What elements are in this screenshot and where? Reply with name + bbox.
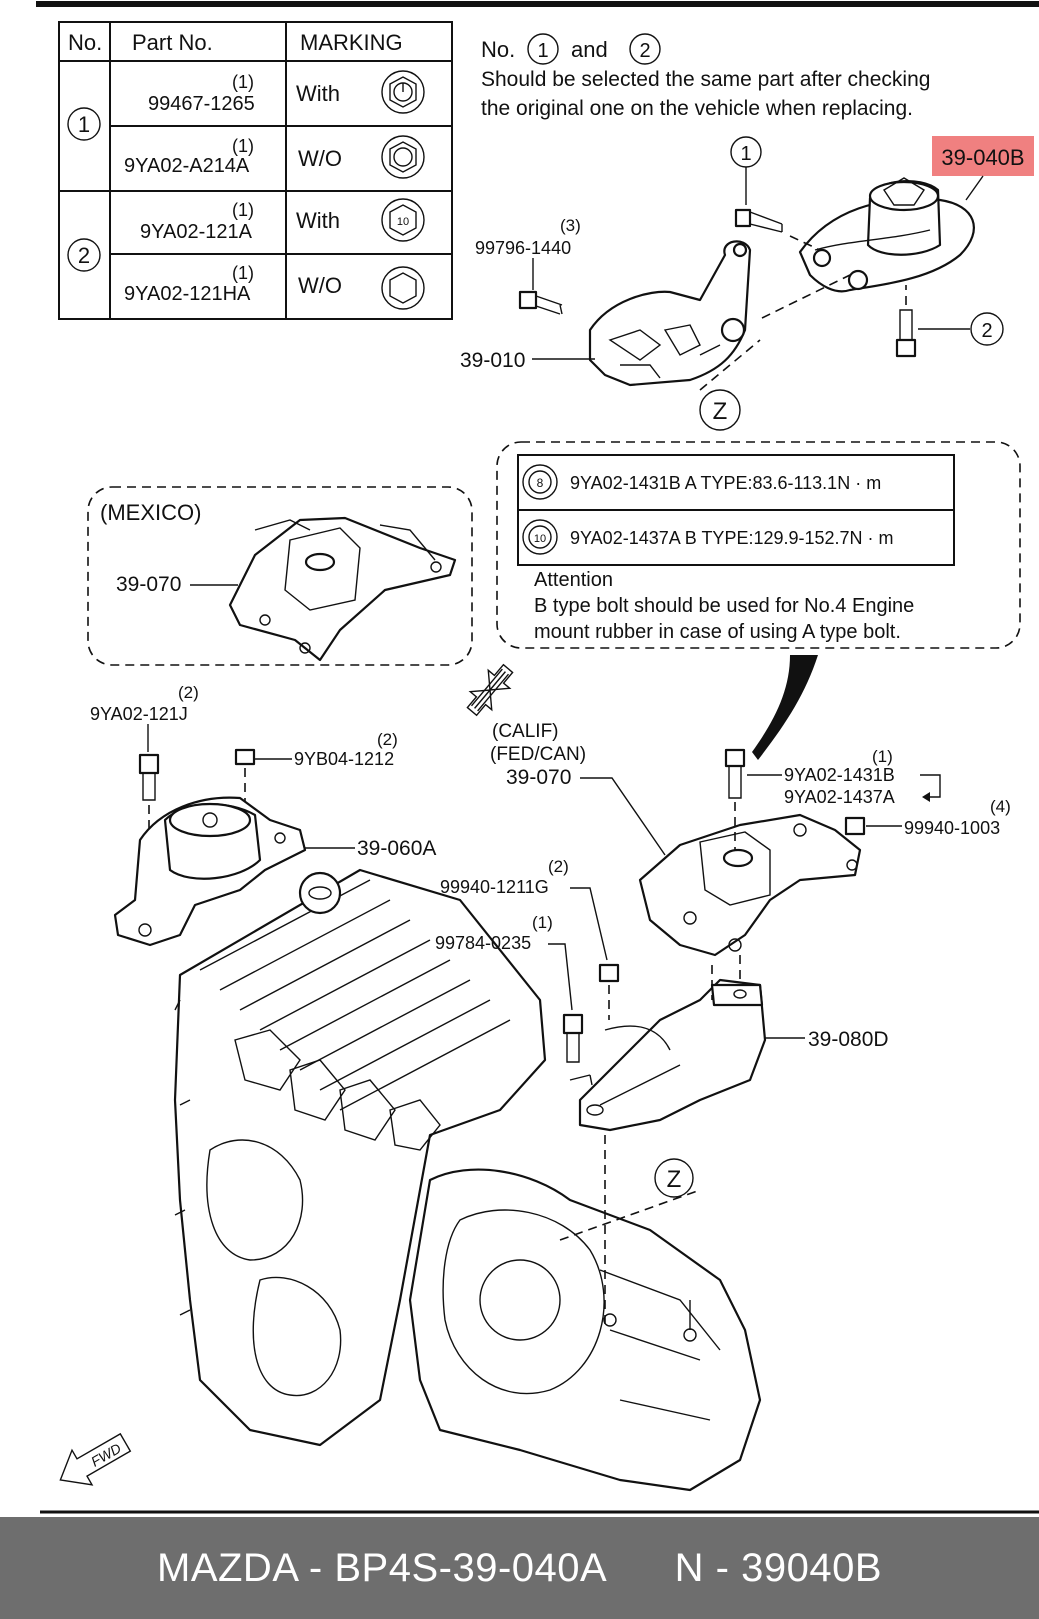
nut-99940-1211g	[598, 963, 620, 1020]
nut-1211-qty: (2)	[548, 857, 569, 876]
table-header-no: No.	[68, 30, 102, 55]
z-circle-top	[699, 389, 741, 431]
attention-pointer	[752, 655, 818, 760]
bolt-spec-table: 8 9YA02-1431B A TYPE:83.6-113.1N · m 10 …	[517, 454, 955, 566]
bolt-10-icon: 10	[381, 198, 425, 242]
bolt-99796	[518, 290, 563, 315]
fwd-arrow-icon: FWD	[59, 1432, 132, 1486]
nut-1003-qty: (4)	[990, 797, 1011, 816]
bracket-39-010-label: 39-010	[460, 349, 525, 372]
z-label-bottom: Z	[667, 1166, 682, 1193]
nut-1003-label: 99940-1003	[904, 818, 1000, 838]
callout-1: 1	[740, 143, 751, 165]
bolt-plain-icon	[381, 266, 425, 310]
nut-marked-icon	[381, 70, 425, 114]
table-group-2: 2	[78, 243, 90, 268]
mexico-region	[87, 486, 473, 666]
nut-1211-label: 99940-1211G	[440, 877, 549, 897]
bolt-99796-label: 99796-1440	[475, 238, 571, 258]
bolt-spec-region	[496, 441, 1021, 649]
table-row-1-marking: With	[296, 81, 340, 106]
bolt-0235-label: 99784-0235	[435, 933, 531, 953]
note-line1: Should be selected the same part after c…	[481, 68, 930, 91]
nut-9yb04-qty: (2)	[377, 730, 398, 749]
bracket-39-010	[588, 240, 851, 391]
mount-39-070-mexico	[228, 516, 457, 662]
nut-plain-icon	[381, 135, 425, 179]
bolt-spec-row2: 9YA02-1437A B TYPE:129.9-152.7N · m	[570, 528, 894, 548]
note-prefix: No.	[481, 37, 515, 62]
bracket-39-080D	[578, 955, 767, 1132]
bracket-39-080D-label: 39-080D	[808, 1028, 889, 1051]
callout-39-040B: 39-040B	[941, 145, 1024, 170]
mount-39-060A-label: 39-060A	[357, 837, 436, 860]
left-bolt-label: 9YA02-121J	[90, 704, 188, 724]
table-header-marking: MARKING	[300, 30, 403, 55]
table-row-3-qty: (1)	[232, 200, 254, 220]
footer-n-line: N - 39040B	[674, 1546, 882, 1590]
bolt-0235-qty: (1)	[532, 913, 553, 932]
table-row-2-marking: W/O	[298, 146, 342, 171]
parts-table: No. Part No. MARKING 1 2 (1) 99467-1265 …	[58, 21, 453, 320]
bolt-spec-row1-num: 8	[537, 476, 544, 490]
table-row-1-qty: (1)	[232, 72, 254, 92]
z-circle-bottom	[654, 1158, 694, 1198]
table-header-part: Part No.	[132, 30, 213, 55]
note-n1: 1	[537, 40, 548, 62]
left-bolt-qty: (2)	[178, 683, 199, 702]
attention-line1: B type bolt should be used for No.4 Engi…	[534, 595, 914, 617]
transmission-assembly	[408, 1168, 762, 1492]
table-row-4-qty: (1)	[232, 263, 254, 283]
nut-9yb04	[234, 748, 256, 820]
direction-arrow-icon	[466, 663, 514, 717]
upper-bolt-2	[895, 285, 917, 358]
mount-39-070-label: 39-070	[506, 766, 571, 789]
upper-bolt-1	[734, 208, 821, 251]
nut-99940-1003	[844, 816, 866, 836]
attention-line2: mount rubber in case of using A type bol…	[534, 621, 901, 643]
table-row-4-marking: W/O	[298, 273, 342, 298]
table-row-4-part: 9YA02-121HA	[124, 283, 251, 305]
mexico-label: (MEXICO)	[100, 500, 201, 525]
calif-label: (CALIF)	[492, 721, 559, 742]
footer-bar: MAZDA - BP4S-39-040A N - 39040B	[0, 1517, 1039, 1619]
note-and: and	[571, 37, 608, 62]
table-group-1: 1	[78, 112, 90, 137]
bolt-9ya02-1431b	[724, 748, 746, 850]
engine-assembly	[173, 868, 547, 1447]
z-label-top: Z	[713, 398, 728, 425]
bolt-1437-label: 9YA02-1437A	[784, 787, 895, 807]
mount-39-060A	[113, 796, 307, 947]
table-row-3-marking: With	[296, 208, 340, 233]
table-row-2-qty: (1)	[232, 136, 254, 156]
callout-circle-2	[970, 312, 1004, 346]
bolt-1431-qty: (1)	[872, 747, 893, 766]
attention-title: Attention	[534, 569, 613, 591]
rear-engine-mount-39-040B	[798, 177, 975, 293]
table-row-1-part: 99467-1265	[148, 93, 255, 115]
note-line2: the original one on the vehicle when rep…	[481, 97, 913, 120]
table-row-2-part: 9YA02-A214A	[124, 155, 250, 177]
bolt-99796-qty: (3)	[560, 216, 581, 235]
fedcan-label: (FED/CAN)	[490, 744, 586, 765]
highlight-box	[932, 136, 1034, 176]
mexico-part-label: 39-070	[116, 573, 181, 596]
bolt-spec-row2-num: 10	[534, 533, 546, 545]
bolt-99784-0235	[562, 1013, 593, 1086]
callout-2: 2	[981, 320, 992, 342]
nut-9yb04-label: 9YB04-1212	[294, 749, 394, 769]
selection-note: No. 1 and 2 Should be selected the same …	[481, 33, 930, 120]
note-n2: 2	[639, 40, 650, 62]
bolt-1431-label: 9YA02-1431B	[784, 765, 895, 785]
table-row-3-part: 9YA02-121A	[140, 221, 253, 243]
bolt-spec-row1: 9YA02-1431B A TYPE:83.6-113.1N · m	[570, 473, 881, 493]
mount-39-070	[638, 813, 862, 957]
footer-brand-line: MAZDA - BP4S-39-040A	[157, 1546, 605, 1590]
bolt-10-mark: 10	[397, 216, 409, 228]
